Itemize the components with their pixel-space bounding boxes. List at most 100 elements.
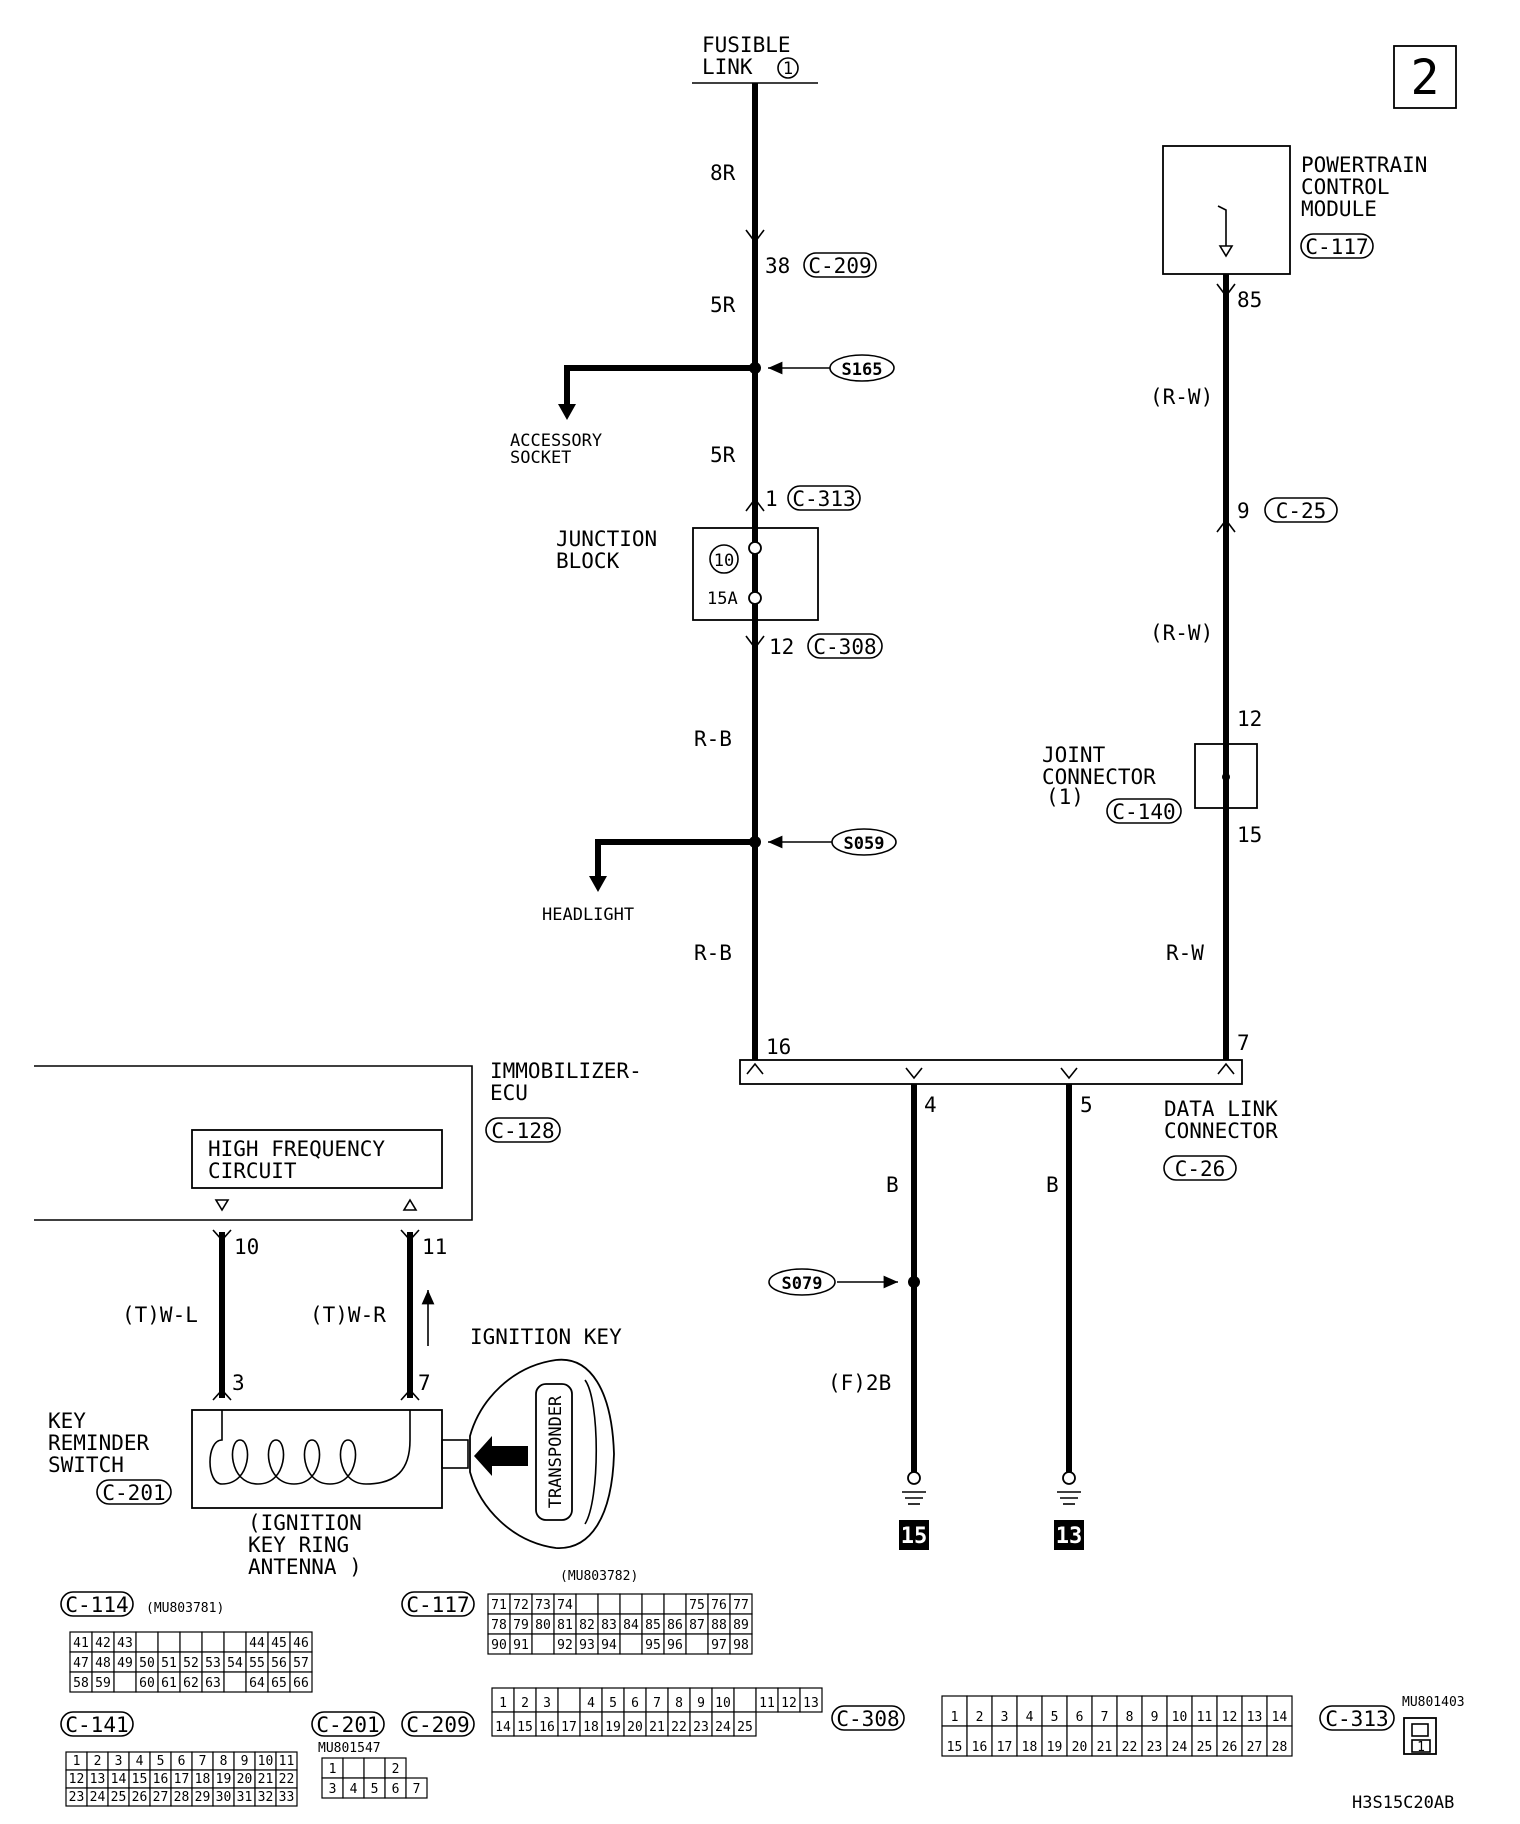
svg-text:18: 18 [195,1772,211,1787]
connector-view-c313: C-313 MU801403 1 [1319,1695,1465,1755]
c308-pin: 12 [769,635,794,659]
powertrain-control-module: POWERTRAIN CONTROL MODULE C-117 [1162,145,1427,275]
c313-label: C-313 [792,487,855,511]
svg-text:72: 72 [513,1598,529,1613]
svg-text:16: 16 [539,1720,555,1735]
svg-text:1: 1 [329,1762,337,1777]
svg-text:78: 78 [491,1618,507,1633]
svg-text:10: 10 [258,1754,274,1769]
svg-text:30: 30 [216,1790,232,1805]
svg-text:84: 84 [623,1618,639,1633]
c209-view-label: C-209 [406,1713,469,1737]
svg-text:71: 71 [491,1598,507,1613]
svg-text:46: 46 [293,1636,309,1651]
svg-text:22: 22 [279,1772,295,1787]
ecu-label-1: IMMOBILIZER- [490,1059,642,1083]
wire-rb-a: R-B [694,727,732,751]
svg-text:86: 86 [667,1618,683,1633]
svg-text:5: 5 [157,1754,165,1769]
svg-text:5: 5 [1051,1710,1059,1725]
accessory-socket-label-2: SOCKET [510,448,571,468]
wire-twr: (T)W-R [310,1303,386,1327]
antenna-coil-icon [209,1410,411,1485]
wire-rw-a: (R-W) [1150,385,1213,409]
svg-text:1: 1 [499,1696,507,1711]
svg-text:89: 89 [733,1618,749,1633]
svg-text:3: 3 [1001,1710,1009,1725]
splice-s079-dot [908,1276,920,1288]
svg-text:2: 2 [976,1710,984,1725]
svg-text:49: 49 [117,1656,133,1671]
joint-label-2: CONNECTOR [1042,765,1156,789]
headlight-label: HEADLIGHT [542,905,634,925]
svg-text:90: 90 [491,1638,507,1653]
svg-text:96: 96 [667,1638,683,1653]
svg-text:7: 7 [653,1696,661,1711]
svg-text:1: 1 [951,1710,959,1725]
svg-text:33: 33 [279,1790,295,1805]
svg-text:66: 66 [293,1676,309,1691]
svg-text:28: 28 [174,1790,190,1805]
immobilizer-ecu: IMMOBILIZER- ECU C-128 HIGH FREQUENCY CI… [34,1059,642,1221]
svg-text:48: 48 [95,1656,111,1671]
page-number-box: 2 [1393,45,1457,109]
junction-block-label-2: BLOCK [556,549,620,573]
wire-b-a: B [886,1173,899,1197]
svg-text:11: 11 [759,1696,775,1711]
ground-13-label: 13 [1056,1524,1083,1549]
svg-text:87: 87 [689,1618,705,1633]
switch-pin-3: 3 [232,1371,245,1395]
dlc-pin-7: 7 [1237,1031,1250,1055]
hf-circuit-label-2: CIRCUIT [208,1159,297,1183]
switch-label-1: KEY [48,1409,86,1433]
pcm-connector: C-117 [1305,235,1368,259]
ecu-pin-11: 11 [422,1235,447,1259]
joint-connector-id: C-140 [1112,800,1175,824]
splice-s165: S165 [842,360,883,380]
svg-text:44: 44 [249,1636,265,1651]
wire-f2b: (F)2B [828,1371,891,1395]
c141-view-label: C-141 [65,1713,128,1737]
svg-text:94: 94 [601,1638,617,1653]
svg-text:52: 52 [183,1656,199,1671]
c117-view-label: C-117 [406,1593,469,1617]
svg-text:59: 59 [95,1676,111,1691]
fusible-link-label-2: LINK [702,55,753,79]
svg-text:77: 77 [733,1598,749,1613]
svg-text:19: 19 [605,1720,621,1735]
svg-text:6: 6 [631,1696,639,1711]
svg-text:12: 12 [69,1772,85,1787]
svg-text:21: 21 [258,1772,274,1787]
c201-view-label: C-201 [316,1713,379,1737]
svg-text:74: 74 [557,1598,573,1613]
ignition-key-label: IGNITION KEY [470,1325,622,1349]
dlc-label-2: CONNECTOR [1164,1119,1278,1143]
ecu-connector: C-128 [491,1119,554,1143]
wire-rw-b: (R-W) [1150,621,1213,645]
svg-text:8: 8 [220,1754,228,1769]
svg-text:15: 15 [517,1720,533,1735]
svg-text:9: 9 [697,1696,705,1711]
svg-text:14: 14 [1272,1710,1288,1725]
svg-text:12: 12 [781,1696,797,1711]
svg-text:6: 6 [392,1782,400,1797]
svg-text:17: 17 [561,1720,577,1735]
svg-text:24: 24 [90,1790,106,1805]
svg-text:14: 14 [495,1720,511,1735]
svg-text:73: 73 [535,1598,551,1613]
pcm-label-1: POWERTRAIN [1301,153,1427,177]
svg-text:56: 56 [271,1656,287,1671]
svg-text:85: 85 [645,1618,661,1633]
svg-text:20: 20 [237,1772,253,1787]
svg-text:80: 80 [535,1618,551,1633]
fusible-link: FUSIBLE LINK 1 [692,33,818,84]
svg-text:25: 25 [111,1790,127,1805]
switch-label-3: SWITCH [48,1453,124,1477]
svg-text:7: 7 [1101,1710,1109,1725]
c117-part-number: (MU803782) [560,1569,638,1584]
svg-text:11: 11 [1197,1710,1213,1725]
c25-pin: 9 [1237,499,1250,523]
svg-text:2: 2 [94,1754,102,1769]
svg-text:8: 8 [1126,1710,1134,1725]
